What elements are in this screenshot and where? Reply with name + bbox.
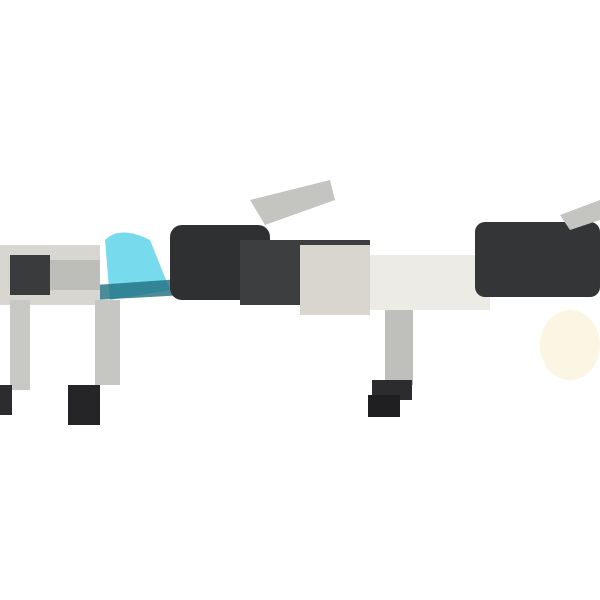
right-body [475,200,600,380]
middle-leg [368,310,413,417]
left-leg [68,300,120,425]
middle-body [170,180,490,315]
left-connector [0,245,100,415]
